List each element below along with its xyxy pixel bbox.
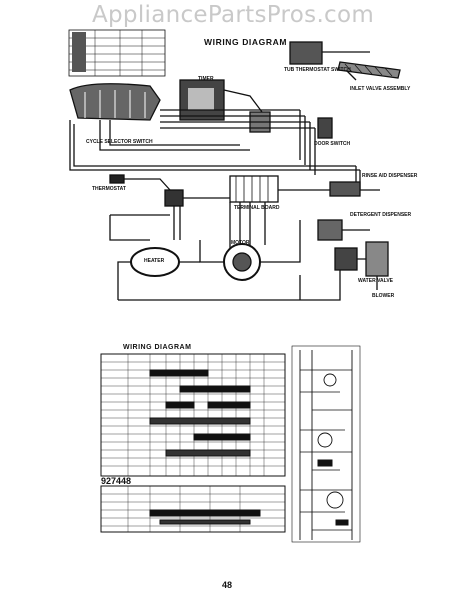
label-inlet-valve-assembly: INLET VALVE ASSEMBLY: [350, 86, 411, 92]
upper-diagram-title: WIRING DIAGRAM: [204, 37, 288, 47]
label-detergent-dispenser: DETERGENT DISPENSER: [350, 212, 412, 218]
lower-diagram-title: WIRING DIAGRAM: [123, 344, 192, 351]
label-heater: HEATER: [144, 258, 165, 264]
label-door-switch: DOOR SWITCH: [314, 141, 351, 147]
label-blower: BLOWER: [372, 293, 395, 299]
label-cycle-selector-switch: CYCLE SELECTOR SWITCH: [86, 139, 153, 145]
label-rinse-aid-dispenser: RINSE AID DISPENSER: [362, 173, 418, 179]
lower-wiring-diagram: [100, 345, 361, 543]
label-terminal-board: TERMINAL BOARD: [234, 205, 280, 211]
page-number: 48: [222, 580, 233, 590]
upper-wiring-diagram: [68, 29, 401, 301]
part-number: 927448: [101, 476, 132, 486]
site-watermark: AppliancePartsPros.com: [92, 2, 375, 28]
label-timer: TIMER: [198, 76, 214, 82]
label-thermostat: THERMOSTAT: [92, 186, 126, 192]
label-motor: MOTOR: [231, 240, 250, 246]
label-water-valve: WATER VALVE: [358, 278, 393, 284]
label-tub-thermostat-switch: TUB THERMOSTAT SWITCH: [284, 67, 351, 73]
